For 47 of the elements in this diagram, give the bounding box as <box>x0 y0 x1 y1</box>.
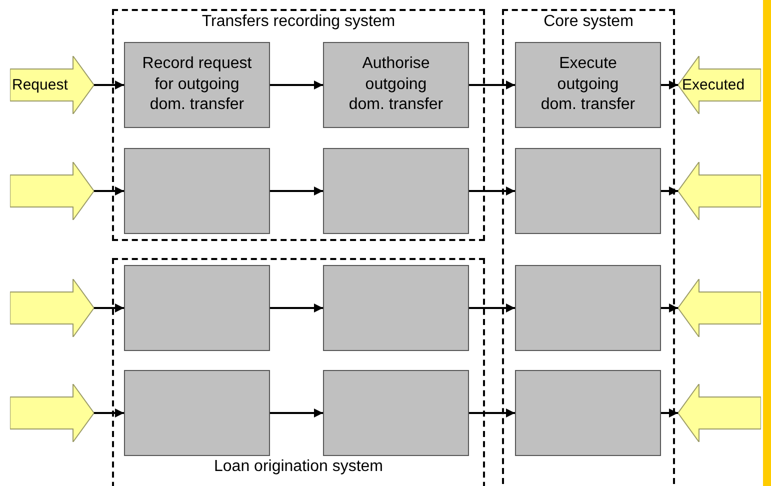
system-boundary <box>112 258 485 486</box>
arrow <box>270 186 323 196</box>
arrow <box>661 304 678 312</box>
process-box <box>323 148 469 234</box>
output-arrow <box>678 384 761 442</box>
arrow <box>469 408 515 418</box>
system-boundary <box>112 9 485 241</box>
process-box <box>323 42 469 128</box>
step-text: Authorise outgoing dom. transfer <box>348 54 444 116</box>
group-title: Transfers recording system <box>200 13 396 31</box>
input-arrow <box>10 162 94 220</box>
process-box <box>124 370 270 456</box>
group-title: Loan origination system <box>213 458 384 476</box>
process-box <box>323 265 469 351</box>
process-box <box>124 42 270 128</box>
group-title: Core system <box>542 13 634 31</box>
output-arrow <box>678 279 761 337</box>
arrow <box>469 304 515 312</box>
output-arrow <box>678 56 761 114</box>
arrow <box>270 80 323 90</box>
process-box <box>515 370 661 456</box>
arrow <box>94 408 124 418</box>
arrow <box>469 80 515 90</box>
process-box <box>124 265 270 351</box>
process-box <box>515 148 661 234</box>
arrow-label: Executed <box>682 76 745 94</box>
process-box <box>124 148 270 234</box>
process-box <box>515 42 661 128</box>
arrow <box>661 186 678 196</box>
arrow <box>94 80 124 90</box>
step-text: Record request for outgoing dom. transfer <box>141 54 253 116</box>
arrow <box>661 408 678 418</box>
arrow <box>469 186 515 196</box>
arrow <box>661 80 678 90</box>
arrow <box>94 186 124 196</box>
system-boundary <box>502 9 675 486</box>
input-arrow <box>10 56 94 114</box>
input-arrow <box>10 279 94 337</box>
process-box <box>323 370 469 456</box>
arrow-label: Request <box>12 76 68 94</box>
arrow <box>94 304 124 312</box>
arrow <box>270 408 323 418</box>
output-arrow <box>678 162 761 220</box>
process-box <box>515 265 661 351</box>
input-arrow <box>10 384 94 442</box>
step-text: Execute outgoing dom. transfer <box>540 54 636 116</box>
arrow <box>270 304 323 312</box>
